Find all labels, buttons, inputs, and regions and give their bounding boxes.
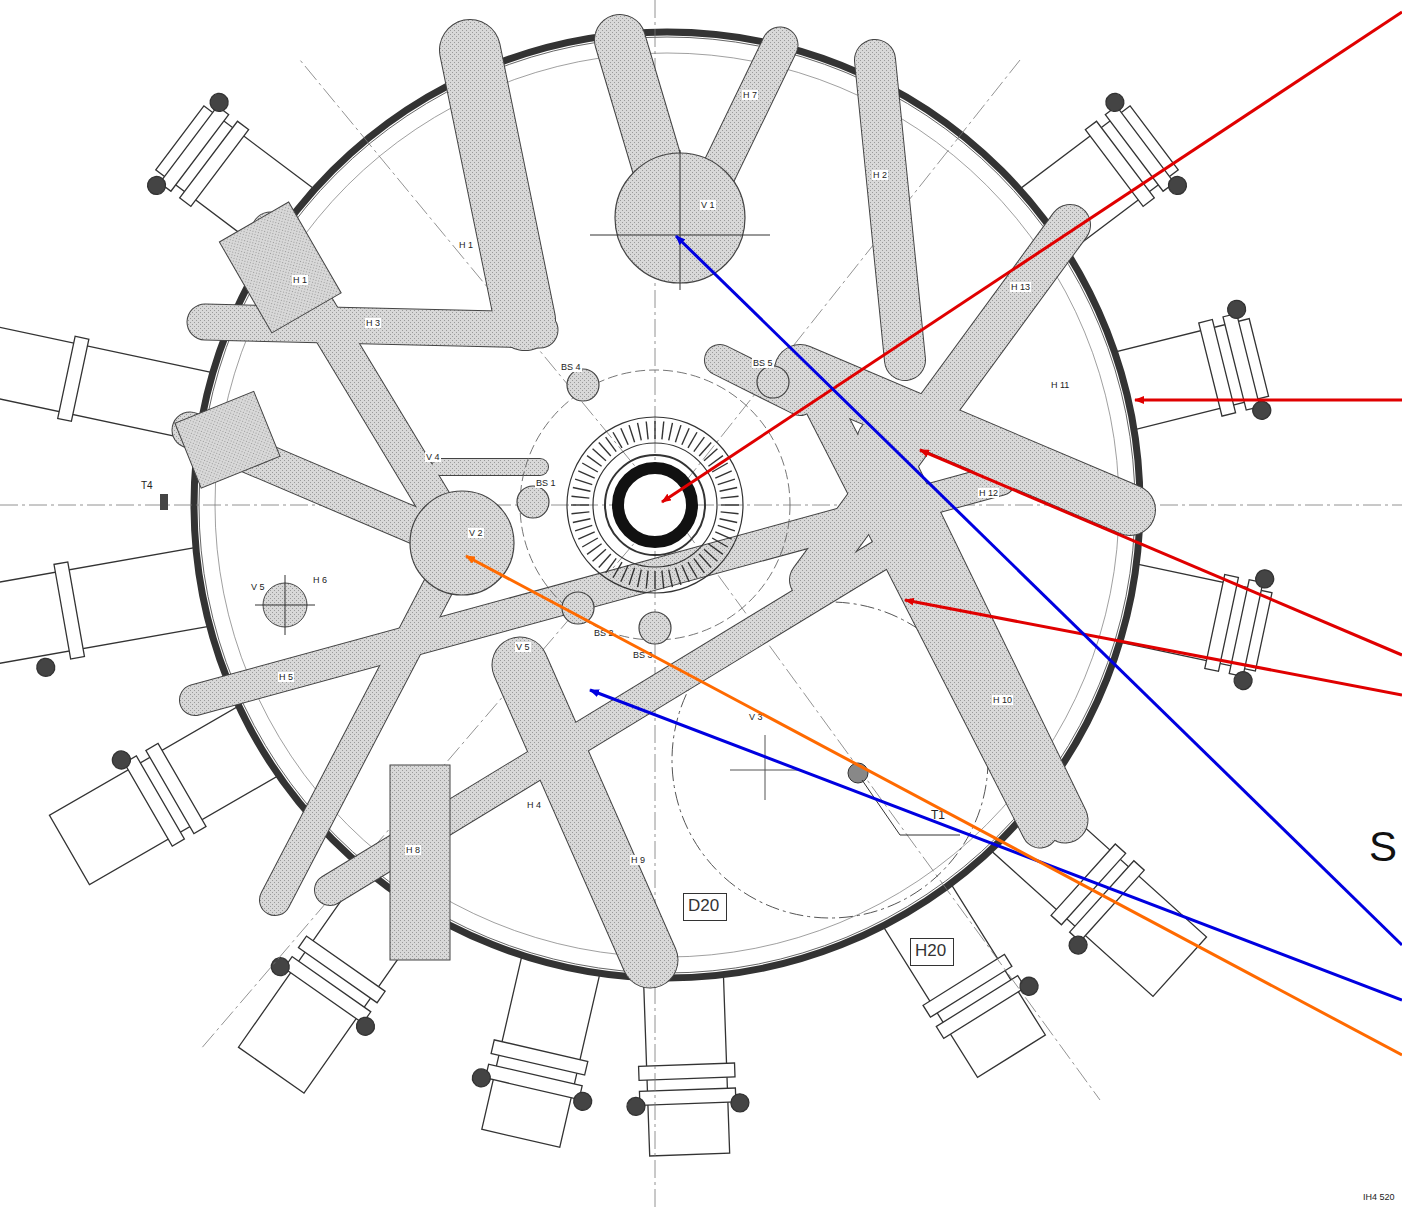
part-label: T4 [140, 480, 154, 492]
part-label: BS 1 [535, 478, 557, 488]
part-label: H 3 [365, 318, 381, 328]
part-label: V 5 [250, 582, 266, 592]
part-label: V 4 [425, 452, 441, 462]
part-label: T1 [930, 808, 946, 822]
part-label: H 1 [458, 240, 474, 250]
box-text: D20 [688, 896, 722, 916]
part-label: BS 2 [593, 628, 615, 638]
boxed-label: D20 [683, 893, 727, 921]
part-label: H 6 [312, 575, 328, 585]
part-label: H 10 [992, 695, 1013, 705]
part-label: BS 3 [632, 650, 654, 660]
box-text: H20 [915, 941, 949, 961]
part-label: H 1 [292, 275, 308, 285]
part-label: V 3 [748, 712, 764, 722]
part-label: H 12 [978, 488, 999, 498]
part-label: H 4 [526, 800, 542, 810]
part-label: H 11 [1050, 380, 1070, 390]
part-label: IH4 520 [1362, 1192, 1396, 1202]
part-label: H 2 [872, 170, 888, 180]
part-label: V 1 [700, 200, 716, 210]
part-label: H 5 [278, 672, 294, 682]
part-label: V 5 [515, 642, 531, 652]
part-label: H 13 [1010, 282, 1031, 292]
beam-tubes [190, 40, 1130, 960]
part-label: BS 5 [752, 358, 774, 368]
part-label: H 9 [630, 855, 646, 865]
boxed-label: H20 [910, 938, 954, 966]
part-label: V 2 [468, 528, 484, 538]
part-label: H 8 [405, 845, 421, 855]
part-label: BS 4 [560, 362, 582, 372]
slide-letter: S [1368, 823, 1398, 871]
part-label: H 7 [742, 90, 758, 100]
